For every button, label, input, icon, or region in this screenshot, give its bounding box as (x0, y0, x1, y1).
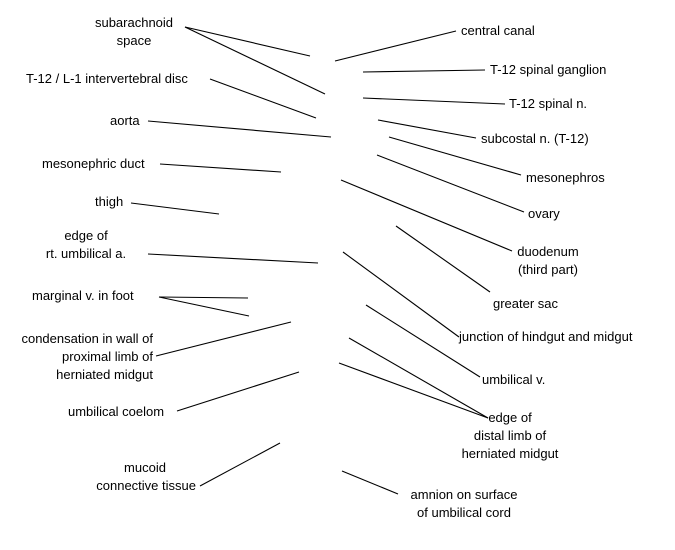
label-line: (third part) (518, 262, 578, 277)
label-ovary: ovary (528, 206, 560, 221)
label-mesonephros: mesonephros (526, 170, 605, 185)
label-line: duodenum (517, 244, 579, 259)
leader-line-hindgut-midgut (342, 251, 460, 338)
leader-line-umbilical-vein (365, 304, 481, 378)
label-umbilical-coelom: umbilical coelom (68, 404, 165, 419)
label-line: proximal limb of (61, 349, 153, 364)
label-line: connective tissue (96, 478, 196, 493)
leader-line-spinal-nerve (362, 97, 506, 105)
label-distal-limb-edge: edge of distal limb of herniated midgut (448, 409, 572, 463)
label-umbilical-vein: umbilical v. (482, 372, 546, 387)
leader-line-amnion (341, 470, 399, 495)
leader-line-umbilical-coelom (176, 371, 300, 412)
leader-line-disc (209, 78, 317, 119)
label-line: edge of (64, 228, 108, 243)
label-line: amnion on surface (410, 487, 518, 502)
label-spinal-nerve: T-12 spinal n. (509, 96, 588, 111)
label-aorta: aorta (110, 113, 140, 128)
label-line: edge of (488, 410, 532, 425)
label-line: condensation in wall of (21, 331, 153, 346)
label-mesonephric-duct: mesonephric duct (42, 156, 145, 171)
label-hindgut-midgut-junction: junction of hindgut and midgut (459, 329, 633, 344)
leader-line-aorta (147, 120, 332, 138)
leader-line-greater-sac (395, 225, 491, 293)
leader-line-ovary (376, 154, 525, 213)
leader-line-central-canal (334, 30, 457, 62)
label-greater-sac: greater sac (493, 296, 559, 311)
label-line: of umbilical cord (417, 505, 511, 520)
leader-line-mesonephric-duct (159, 163, 282, 173)
label-intervertebral-disc: T-12 / L-1 intervertebral disc (26, 71, 188, 86)
label-line: space (116, 33, 152, 48)
leader-line-mesonephros (388, 136, 522, 176)
label-line: herniated midgut (461, 446, 559, 461)
leader-line-spinal-ganglion (362, 69, 486, 73)
label-line: herniated midgut (56, 367, 153, 382)
leader-line-duodenum (340, 179, 513, 252)
leader-line-condensation (155, 321, 292, 357)
leader-line-subarachnoid-2 (184, 26, 326, 95)
label-line: rt. umbilical a. (45, 246, 127, 261)
label-subarachnoid-space: subarachnoid space (92, 14, 176, 50)
leader-line-thigh (130, 202, 220, 215)
leader-line-mucoid-tissue (199, 442, 281, 487)
leader-line-umbilical-artery (147, 253, 319, 264)
label-line: mucoid (124, 460, 166, 475)
label-marginal-vein: marginal v. in foot (32, 288, 134, 303)
label-duodenum: duodenum (third part) (508, 243, 588, 279)
leader-line-distal-limb-1 (348, 337, 489, 419)
label-line: distal limb of (473, 428, 547, 443)
leader-line-subarachnoid-1 (184, 26, 311, 57)
label-line: subarachnoid (94, 15, 174, 30)
label-amnion: amnion on surface of umbilical cord (396, 486, 532, 522)
label-umbilical-artery-edge: edge of rt. umbilical a. (24, 227, 148, 263)
leader-line-subcostal-nerve (377, 119, 477, 139)
leader-line-marginal-vein-1 (158, 296, 249, 299)
label-central-canal: central canal (461, 23, 535, 38)
label-mucoid-tissue: mucoid connective tissue (80, 459, 196, 495)
label-spinal-ganglion: T-12 spinal ganglion (490, 62, 607, 77)
label-thigh: thigh (95, 194, 124, 209)
leader-line-distal-limb-2 (338, 362, 489, 419)
label-condensation: condensation in wall of proximal limb of… (10, 330, 153, 384)
label-subcostal-nerve: subcostal n. (T-12) (481, 131, 589, 146)
leader-line-marginal-vein-2 (158, 296, 250, 317)
